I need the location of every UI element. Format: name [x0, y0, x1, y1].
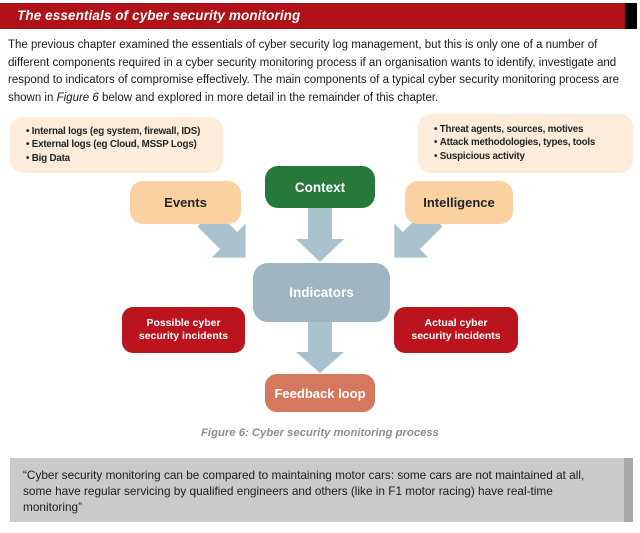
list-item: Threat agents, sources, motives — [434, 123, 627, 136]
quote-text: “Cyber security monitoring can be compar… — [23, 468, 585, 515]
arrow-indicators-to-feedback — [296, 322, 344, 373]
list-item: Suspicious activity — [434, 150, 627, 163]
intelligence-inputs-box: Threat agents, sources, motives Attack m… — [418, 114, 633, 173]
intro-paragraph: The previous chapter examined the essent… — [8, 37, 636, 108]
events-inputs-box: Internal logs (eg system, firewall, IDS)… — [10, 117, 223, 173]
quote-box: “Cyber security monitoring can be compar… — [10, 458, 633, 522]
intelligence-node: Intelligence — [405, 181, 513, 224]
arrow-context-to-indicators — [296, 206, 344, 262]
section-header-banner: The essentials of cyber security monitor… — [0, 3, 625, 29]
list-item: External logs (eg Cloud, MSSP Logs) — [26, 138, 217, 151]
list-item: Internal logs (eg system, firewall, IDS) — [26, 125, 217, 138]
list-item: Big Data — [26, 152, 217, 165]
intro-text-after: below and explored in more detail in the… — [98, 92, 439, 105]
section-title: The essentials of cyber security monitor… — [17, 8, 301, 23]
intro-text-before: The previous chapter examined the essent… — [8, 39, 620, 105]
indicators-node: Indicators — [253, 263, 390, 322]
possible-incidents-node: Possible cyber security incidents — [122, 307, 245, 353]
figure-reference: Figure 6 — [56, 92, 99, 105]
figure-caption: Figure 6: Cyber security monitoring proc… — [201, 427, 439, 439]
feedback-loop-node: Feedback loop — [265, 374, 375, 412]
events-node: Events — [130, 181, 241, 224]
context-node: Context — [265, 166, 375, 208]
actual-incidents-node: Actual cyber security incidents — [394, 307, 518, 353]
list-item: Attack methodologies, types, tools — [434, 136, 627, 149]
events-inputs-list: Internal logs (eg system, firewall, IDS)… — [26, 125, 217, 165]
banner-end-block — [625, 3, 637, 29]
quote-right-edge — [624, 458, 633, 522]
intelligence-inputs-list: Threat agents, sources, motives Attack m… — [434, 123, 627, 163]
